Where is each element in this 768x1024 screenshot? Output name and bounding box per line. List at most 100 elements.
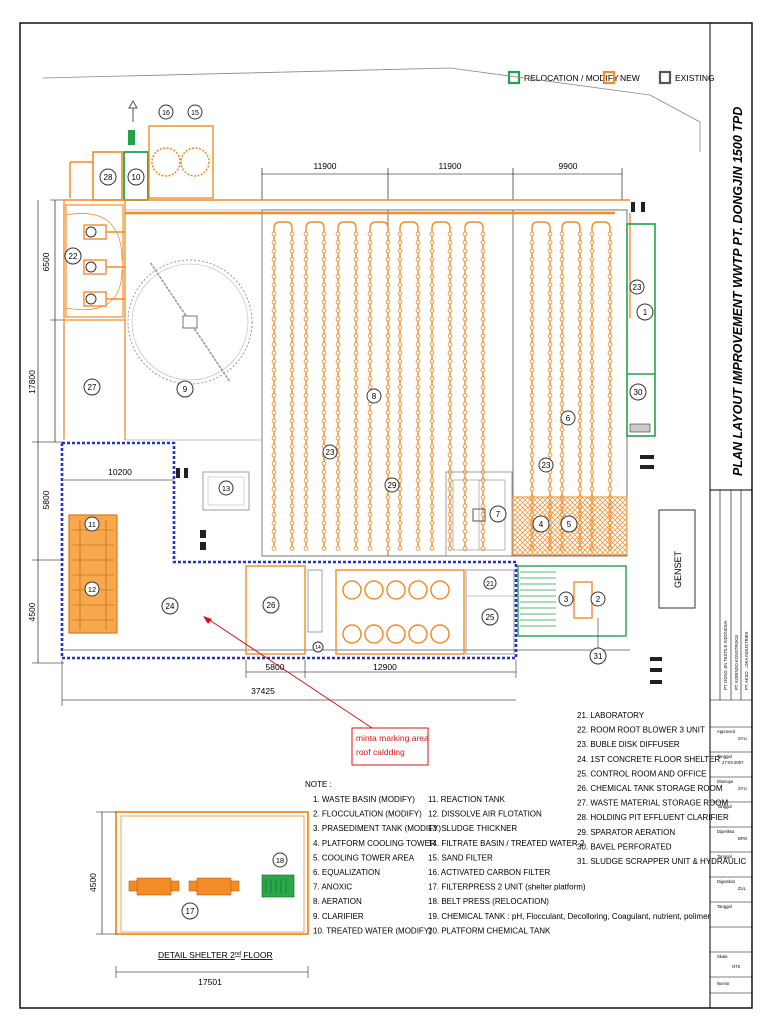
diffuser-disk [367,452,373,458]
company-3: PT. AKSO ...OKA INDUSTRIES [744,631,749,690]
diffuser-disk [462,452,468,458]
diffuser-disk [577,342,583,347]
diffuser-disk [447,240,453,245]
diffuser-disk [559,427,565,432]
marker-11: 11 [88,520,96,529]
diffuser-disk [415,359,421,364]
diffuser-disk [589,316,595,322]
diffuser-disk [367,240,373,245]
diffuser-disk [559,376,565,381]
diffuser-disk [397,350,403,356]
diffuser-disk [559,461,565,466]
diffuser-disk [547,376,553,381]
diffuser-disk [429,316,435,322]
diffuser-disk [385,359,391,364]
diffuser-disk [547,248,553,254]
diffuser-disk [335,401,341,407]
marker-14: 14 [315,645,321,651]
diffuser-disk [429,282,435,288]
diffuser-disk [577,299,583,305]
legend-label-relocation: RELOCATION / MODIFY [524,73,619,83]
diffuser-disk [462,444,468,449]
diffuser-disk [415,478,421,483]
diffuser-disk [321,333,327,339]
diffuser-disk [289,240,295,245]
diffuser-disk [321,240,327,245]
diffuser-disk [385,367,391,373]
diffuser-disk [385,537,391,543]
diffuser-disk [559,486,565,492]
diffuser-disk [577,427,583,432]
diffuser-disk [462,248,468,254]
diffuser-disk [367,316,373,322]
diffuser-disk [429,274,435,279]
diffuser-disk [367,299,373,305]
diffuser-disk [385,495,391,500]
legend-label-existing: EXISTING [675,73,715,83]
diffuser-disk [547,240,553,245]
diffuser-disk [367,248,373,254]
diffuser-disk [447,325,453,330]
diffuser-disk [480,376,486,381]
diffuser-disk [289,257,295,262]
diffuser-disk [321,248,327,254]
diffuser-disk [321,512,327,517]
diffuser-disk [289,401,295,407]
diffuser-disk [303,486,309,492]
diffuser-disk [577,367,583,373]
diffuser-disk [547,265,553,271]
diffuser-disk [321,325,327,330]
diffuser-disk [480,410,486,415]
diffuser-disk [271,495,277,500]
diffuser-disk [529,316,535,322]
diffuser-disk [289,427,295,432]
notes-right-item: 21. LABORATORY [577,711,645,720]
diffuser-disk [480,342,486,347]
diffuser-disk [447,401,453,407]
diffuser-disk [303,282,309,288]
diffuser-disk [529,452,535,458]
diffuser-disk [462,325,468,330]
diffuser-disk [335,393,341,398]
diffuser-disk [529,248,535,254]
diffuser-disk [607,325,613,330]
diffuser-disk [529,444,535,449]
diffuser-disk [480,461,486,466]
diffuser-disk [289,393,295,398]
diffuser-disk [415,350,421,356]
diffuser-disk [335,410,341,415]
diffuser-disk [353,427,359,432]
diffuser-disk [447,410,453,415]
diffuser-disk [447,257,453,262]
diffuser-disk [480,274,486,279]
diffuser-disk [415,265,421,271]
diffuser-disk [607,248,613,254]
diffuser-disk [462,427,468,432]
diffuser-disk [607,291,613,296]
diffuser-disk [547,427,553,432]
diffuser-disk [353,282,359,288]
diffuser-disk [367,359,373,364]
diffuser-disk [480,444,486,449]
diffuser-disk [559,350,565,356]
diffuser-disk [577,486,583,492]
diffuser-disk [480,265,486,271]
diffuser-disk [303,231,309,237]
diffuser-disk [335,486,341,492]
diffuser-disk [271,359,277,364]
diffuser-disk [480,231,486,237]
diffuser-disk [385,291,391,296]
diffuser-disk [321,274,327,279]
diffuser-disk [289,410,295,415]
diffuser-disk [353,435,359,441]
diffuser-disk [335,240,341,245]
notes-left-item: 6. EQUALIZATION [313,868,380,877]
diffuser-disk [367,495,373,500]
dim-5800-h: 5800 [266,662,285,672]
diffuser-disk [385,274,391,279]
diffuser-disk [321,546,327,551]
marker-10: 10 [132,173,141,182]
diffuser-disk [335,274,341,279]
diffuser-disk [353,503,359,509]
top-dimensions: 11900 11900 9900 [261,161,623,200]
